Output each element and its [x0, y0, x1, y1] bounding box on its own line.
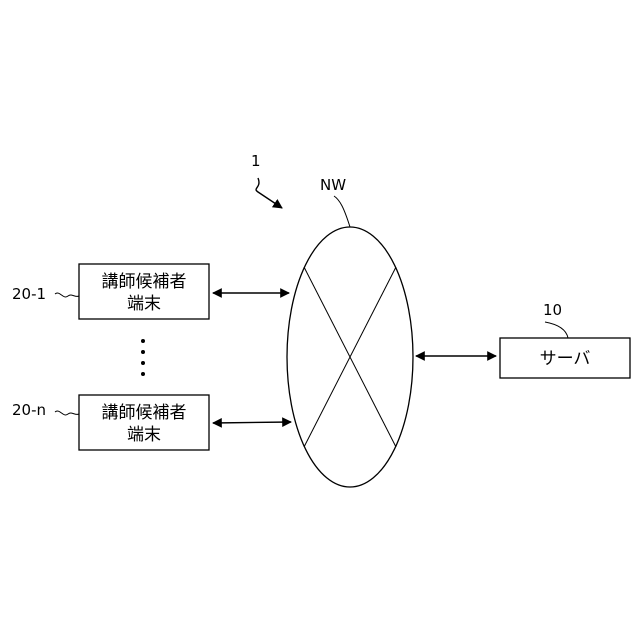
connection-arrow: [213, 422, 291, 423]
terminal-ref-label: 20-n: [12, 401, 46, 419]
ellipsis-dot: [141, 350, 145, 354]
network-label: NW: [320, 176, 346, 194]
network-label-leader: [334, 196, 350, 227]
system-label: 1: [251, 152, 261, 170]
system-label-leader: [256, 178, 282, 208]
ellipsis-dot: [141, 372, 145, 376]
terminal-box-line2: 端末: [127, 294, 161, 314]
terminal-ref-leader: [55, 293, 79, 297]
ellipsis-dot: [141, 361, 145, 365]
server-ref-leader: [545, 322, 568, 338]
terminal-ref-label: 20-1: [12, 285, 46, 303]
terminal-box-line1: 講師候補者: [102, 403, 187, 423]
terminal-box-line2: 端末: [127, 425, 161, 445]
ellipsis-dot: [141, 339, 145, 343]
server-box-label: サーバ: [540, 349, 591, 369]
terminal-box-line1: 講師候補者: [102, 272, 187, 292]
terminal-ref-leader: [55, 411, 79, 415]
server-ref-label: 10: [543, 301, 562, 319]
